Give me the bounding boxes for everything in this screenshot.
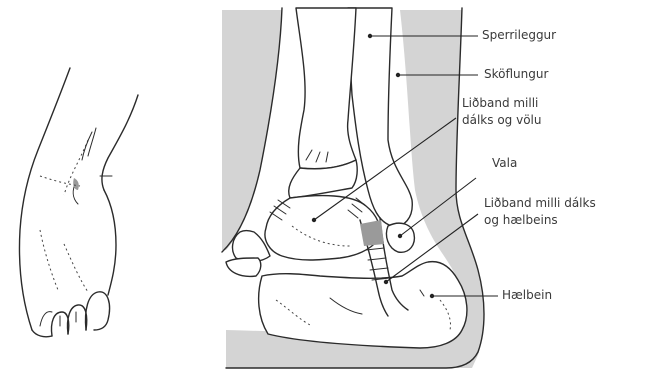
label-tibia: Sköflungur	[484, 67, 548, 82]
label-calcaneofibular-ligament-line1: Liðband milli dálks	[484, 196, 596, 211]
label-talofibular-ligament-line2: dálks og völu	[462, 113, 541, 128]
ankle-section	[222, 8, 498, 368]
label-talus: Vala	[492, 156, 517, 171]
label-talofibular-ligament-line1: Liðband milli	[462, 96, 538, 111]
fibula-bone	[348, 8, 412, 226]
label-calcaneus: Hælbein	[502, 288, 552, 303]
label-calcaneofibular-ligament-line2: og hælbeins	[484, 213, 558, 228]
ligament-tear-highlight	[360, 220, 384, 246]
tibia-bone	[296, 8, 356, 169]
calcaneus-bone	[259, 262, 467, 348]
label-fibula: Sperrileggur	[482, 28, 556, 43]
foot-overview-sketch	[20, 68, 139, 337]
